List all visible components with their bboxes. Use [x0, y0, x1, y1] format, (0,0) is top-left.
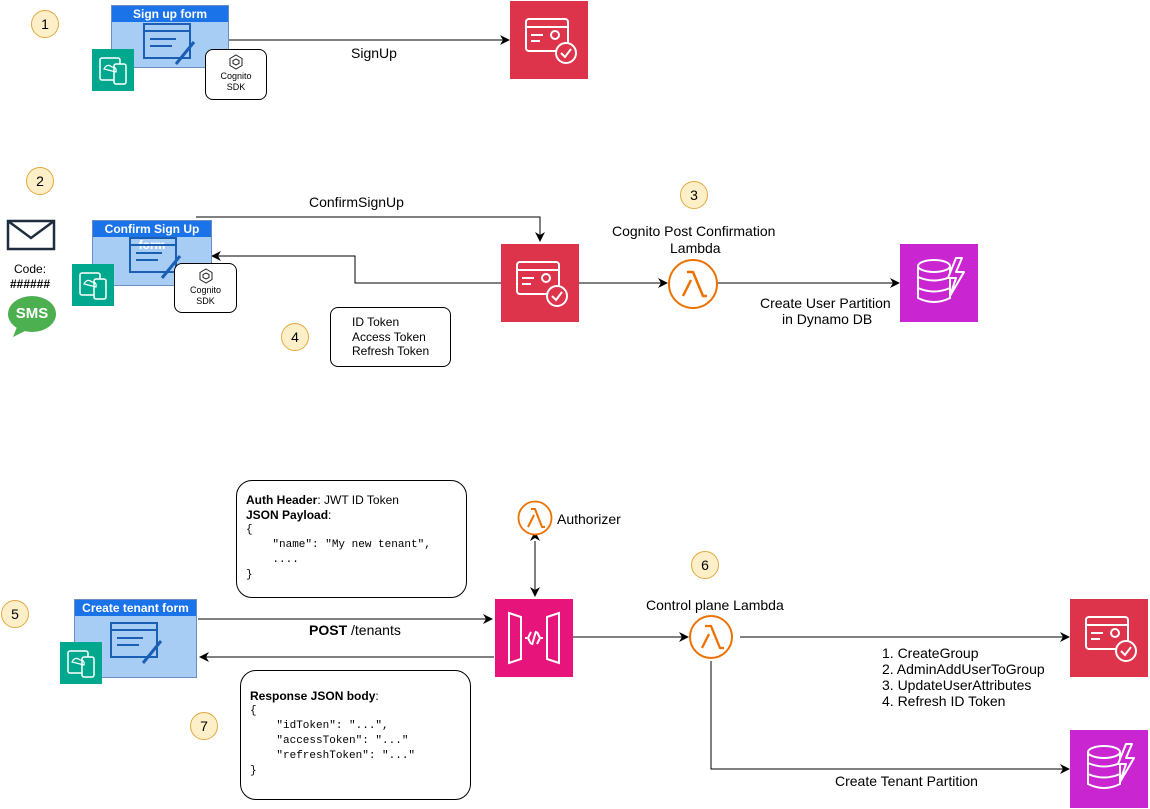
auth-header-bold: Auth Header — [246, 493, 318, 507]
step-badge-6: 6 — [691, 551, 719, 579]
create-tenant-partition-label: Create Tenant Partition — [835, 773, 978, 789]
sms-text: SMS — [15, 305, 49, 322]
post-confirmation-label-1: Cognito Post Confirmation — [612, 223, 776, 239]
cognito-icon — [501, 244, 579, 322]
form-window-icon — [110, 622, 163, 664]
mobile-devices-icon — [92, 49, 134, 91]
lambda-to-dynamo-arrow — [710, 661, 1070, 774]
confirm-signup-arrow — [196, 216, 545, 242]
create-user-partition-label-1: Create User Partition — [760, 295, 891, 311]
response-json-code: { "idToken": "...", "accessToken": "..."… — [250, 705, 416, 777]
cognito-step-2: 2. AdminAddUserToGroup — [882, 661, 1045, 677]
mobile-devices-icon — [72, 264, 114, 306]
post-tenants-label: POST /tenants — [309, 622, 401, 638]
response-title-rest: : — [375, 689, 379, 703]
dynamodb-icon — [900, 244, 978, 322]
lambda-icon — [517, 500, 553, 536]
request-details-box: Auth Header: JWT ID Token JSON Payload: … — [236, 480, 467, 598]
request-json-code: { "name": "My new tenant", .... } — [246, 524, 431, 581]
form-window-icon — [143, 23, 196, 65]
signup-label: SignUp — [351, 45, 397, 61]
cognito-sdk-box: Cognito SDK — [174, 263, 237, 313]
signup-form-title: Sign up form — [112, 6, 228, 22]
control-plane-label: Control plane Lambda — [646, 597, 784, 613]
lambda-icon — [689, 615, 733, 659]
response-title-bold: Response JSON body — [250, 689, 376, 703]
token-id: ID Token — [352, 315, 400, 329]
cognito-sdk-box: Cognito SDK — [205, 49, 267, 100]
step-badge-7: 7 — [190, 712, 218, 740]
auth-header-line: Auth Header: JWT ID Token — [246, 493, 466, 508]
cognito-icon — [510, 1, 588, 79]
cognito-step-4: 4. Refresh ID Token — [882, 693, 1006, 709]
auth-header-rest: : JWT ID Token — [317, 493, 399, 507]
step-badge-2: 2 — [26, 167, 54, 195]
cognito-sdk-icon — [229, 54, 243, 70]
post-method: POST — [309, 622, 348, 638]
lambda-icon — [668, 259, 718, 309]
json-payload-rest: : — [328, 508, 332, 522]
post-path: /tenants — [347, 622, 401, 638]
step-badge-5: 5 — [1, 600, 29, 628]
json-payload-bold: JSON Payload — [246, 508, 329, 522]
response-title-line: Response JSON body: — [250, 689, 470, 704]
code-label: Code: — [14, 262, 47, 276]
cognito-steps-list: 1. CreateGroup 2. AdminAddUserToGroup 3.… — [882, 645, 1045, 709]
sdk-line2: SDK — [196, 296, 215, 306]
token-access: Access Token — [352, 329, 426, 344]
cognito-icon — [1070, 599, 1148, 677]
post-confirmation-label-2: Lambda — [670, 240, 721, 256]
sdk-line2: SDK — [226, 82, 246, 92]
sms-icon: SMS — [7, 295, 57, 339]
step-badge-3: 3 — [680, 181, 708, 209]
step-badge-4: 4 — [281, 323, 309, 351]
dynamodb-icon — [1070, 730, 1148, 808]
sdk-line1: Cognito — [189, 285, 222, 295]
mobile-devices-icon — [60, 642, 102, 684]
tokens-return-arrow — [211, 251, 501, 284]
step-badge-1: 1 — [31, 10, 59, 38]
create-tenant-form-title: Create tenant form — [75, 600, 196, 616]
tokens-box: ID Token Access Token Refresh Token — [330, 307, 451, 367]
token-refresh: Refresh Token — [352, 344, 430, 358]
response-details-box: Response JSON body: { "idToken": "...", … — [240, 670, 471, 800]
envelope-icon — [6, 219, 56, 251]
create-user-partition-label-2: in Dynamo DB — [782, 311, 873, 327]
api-gateway-icon — [495, 599, 573, 677]
sdk-line1: Cognito — [220, 71, 252, 81]
authorizer-label: Authorizer — [557, 511, 621, 527]
code-value: ###### — [10, 277, 51, 291]
confirm-form-title: Confirm Sign Up form — [93, 221, 211, 252]
cognito-step-1: 1. CreateGroup — [882, 645, 979, 661]
json-payload-line: JSON Payload: — [246, 508, 466, 523]
cognito-sdk-icon — [199, 268, 212, 284]
form-window-icon — [129, 237, 182, 279]
cognito-step-3: 3. UpdateUserAttributes — [882, 677, 1032, 693]
confirm-signup-label: ConfirmSignUp — [309, 194, 404, 210]
